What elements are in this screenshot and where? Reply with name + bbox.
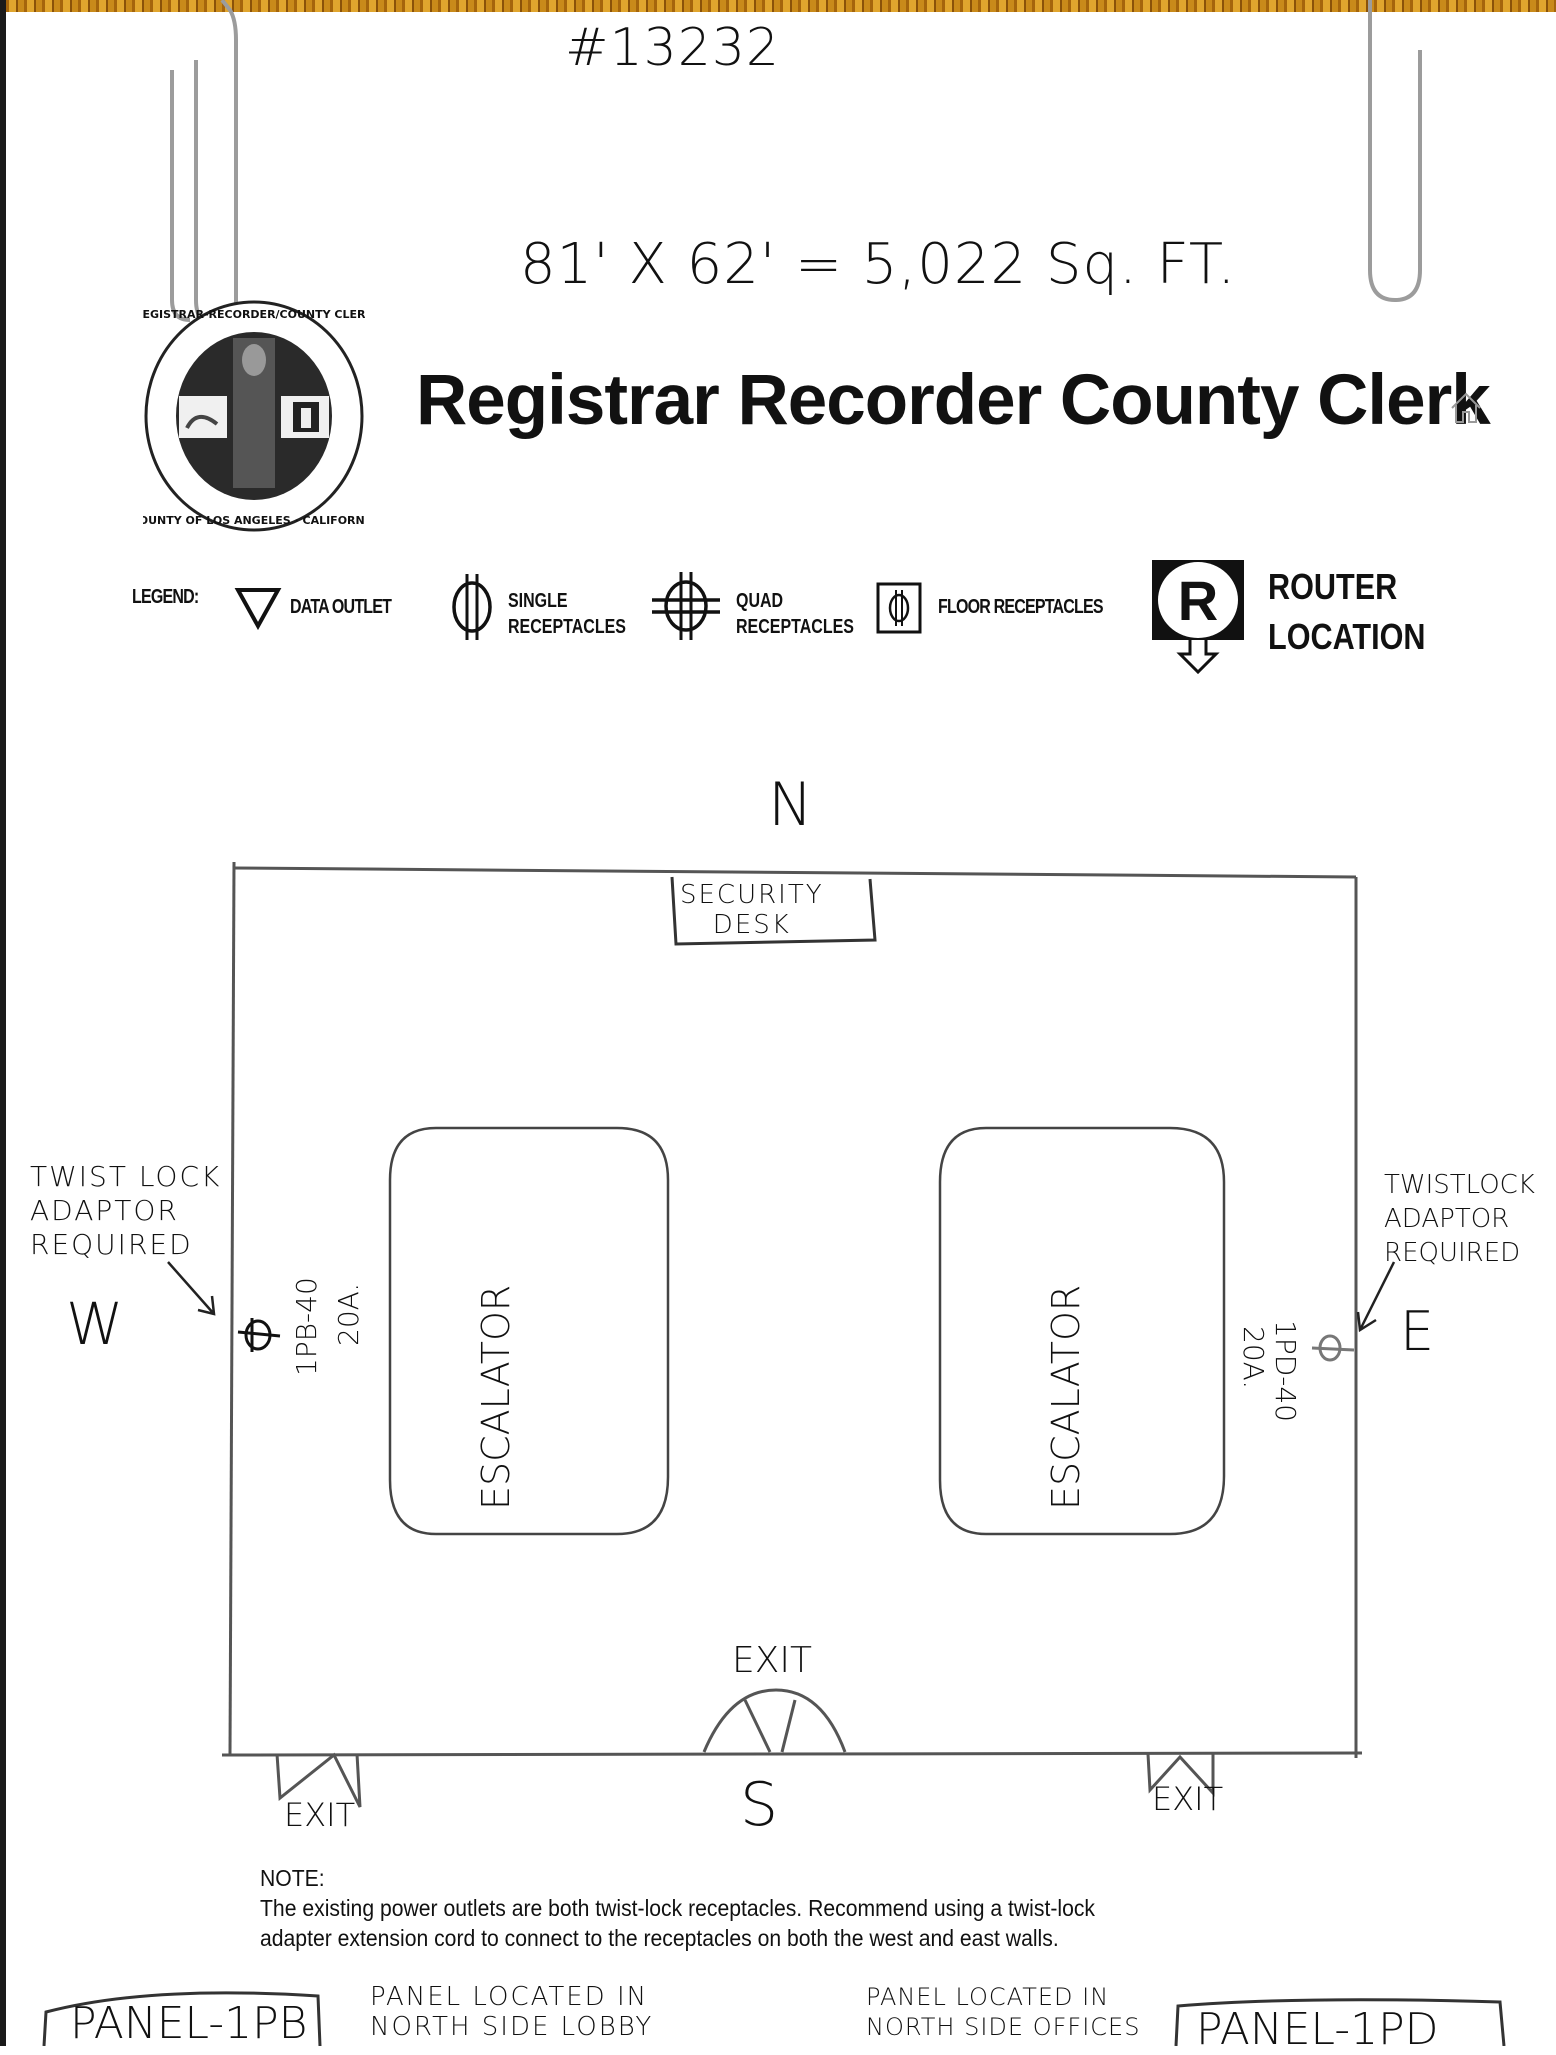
exit-label-southwest: EXIT	[284, 1796, 356, 1834]
panel-box-left	[42, 1991, 322, 2046]
quad-receptacle-icon	[652, 572, 720, 640]
legend-label: LEGEND:	[132, 586, 199, 608]
arrow-east-note	[1356, 1261, 1396, 1333]
area-calculation: 81' X 62' = 5,022 Sq. FT.	[520, 232, 1237, 297]
paper-clip-right-icon	[1368, 0, 1422, 303]
exit-label-south: EXIT	[732, 1640, 813, 1681]
west-outlet-amps: 20A.	[332, 1282, 365, 1346]
legend-quad-receptacle-label: QUAD RECEPTACLES	[736, 590, 854, 638]
panel-left-name: PANEL-1PB	[70, 1998, 308, 2049]
svg-text:REGISTRAR-RECORDER/COUNTY CLER: REGISTRAR-RECORDER/COUNTY CLERK	[143, 308, 365, 321]
east-outlet-circuit: 1PD-40	[1269, 1320, 1302, 1422]
panel-box-right	[1174, 1998, 1506, 2046]
east-outlet-icon	[1311, 1334, 1355, 1362]
legend-single-receptacle-label: SINGLE RECEPTACLES	[508, 590, 626, 638]
escalator-right-outline	[938, 1126, 1226, 1536]
legend: LEGEND: DATA OUTLET SINGLE RECEPTACLES Q…	[0, 550, 1556, 690]
legend-router-label: ROUTER LOCATION	[1268, 566, 1426, 657]
compass-north: N	[768, 770, 813, 840]
security-desk-label: SECURITY DESK	[680, 880, 824, 940]
data-outlet-icon	[234, 588, 282, 630]
legend-data-outlet-label: DATA OUTLET	[290, 596, 392, 618]
note-heading: NOTE:	[260, 1865, 325, 1891]
home-icon[interactable]	[1448, 388, 1484, 428]
west-outlet-circuit: 1PB-40	[290, 1277, 323, 1376]
page-title: Registrar Recorder County Clerk	[416, 361, 1491, 440]
compass-west: W	[66, 1290, 124, 1358]
svg-text:COUNTY OF LOS ANGELES · CALIFO: COUNTY OF LOS ANGELES · CALIFORNIA	[143, 514, 365, 527]
escalator-left-outline	[388, 1126, 670, 1536]
exit-label-southeast: EXIT	[1152, 1780, 1224, 1818]
building-walls	[221, 861, 1363, 1758]
escalator-left-label: ESCALATOR	[474, 1284, 518, 1510]
security-desk-box	[670, 876, 877, 946]
legend-floor-receptacle-label: FLOOR RECEPTACLES	[938, 596, 1104, 618]
west-twist-lock-note: TWIST LOCK ADAPTOR REQUIRED	[30, 1160, 222, 1261]
note-line-2: adapter extension cord to connect to the…	[260, 1925, 1059, 1951]
compass-east: E	[1400, 1300, 1435, 1363]
panel-left-location: PANEL LOCATED IN NORTH SIDE LOBBY	[370, 1982, 654, 2042]
scan-edge	[0, 0, 6, 2046]
east-twist-lock-note: TWISTLOCK ADAPTOR REQUIRED	[1384, 1170, 1535, 1268]
panel-right-name: PANEL-1PD	[1196, 2004, 1439, 2055]
note-block: NOTE: The existing power outlets are bot…	[260, 1863, 1095, 1953]
county-seal: REGISTRAR-RECORDER/COUNTY CLERK COUNTY O…	[143, 300, 365, 532]
east-outlet-amps: 20A.	[1237, 1326, 1270, 1390]
west-outlet-icon	[237, 1318, 281, 1352]
note-line-1: The existing power outlets are both twis…	[260, 1895, 1096, 1921]
panel-right-location: PANEL LOCATED IN NORTH SIDE OFFICES	[866, 1983, 1141, 2041]
wood-table-edge	[0, 0, 1556, 12]
floor-receptacle-icon	[876, 582, 922, 634]
arrow-west-note	[167, 1261, 216, 1316]
south-exit-door	[702, 1688, 847, 1753]
router-icon: R	[1152, 560, 1244, 674]
compass-south: S	[740, 1770, 779, 1840]
svg-text:R: R	[1178, 569, 1218, 632]
escalator-right-label: ESCALATOR	[1044, 1284, 1088, 1510]
southeast-exit-door	[1146, 1753, 1215, 1797]
document-number: #13232	[565, 18, 780, 78]
southwest-exit-door	[275, 1752, 362, 1808]
single-receptacle-icon	[452, 574, 492, 640]
